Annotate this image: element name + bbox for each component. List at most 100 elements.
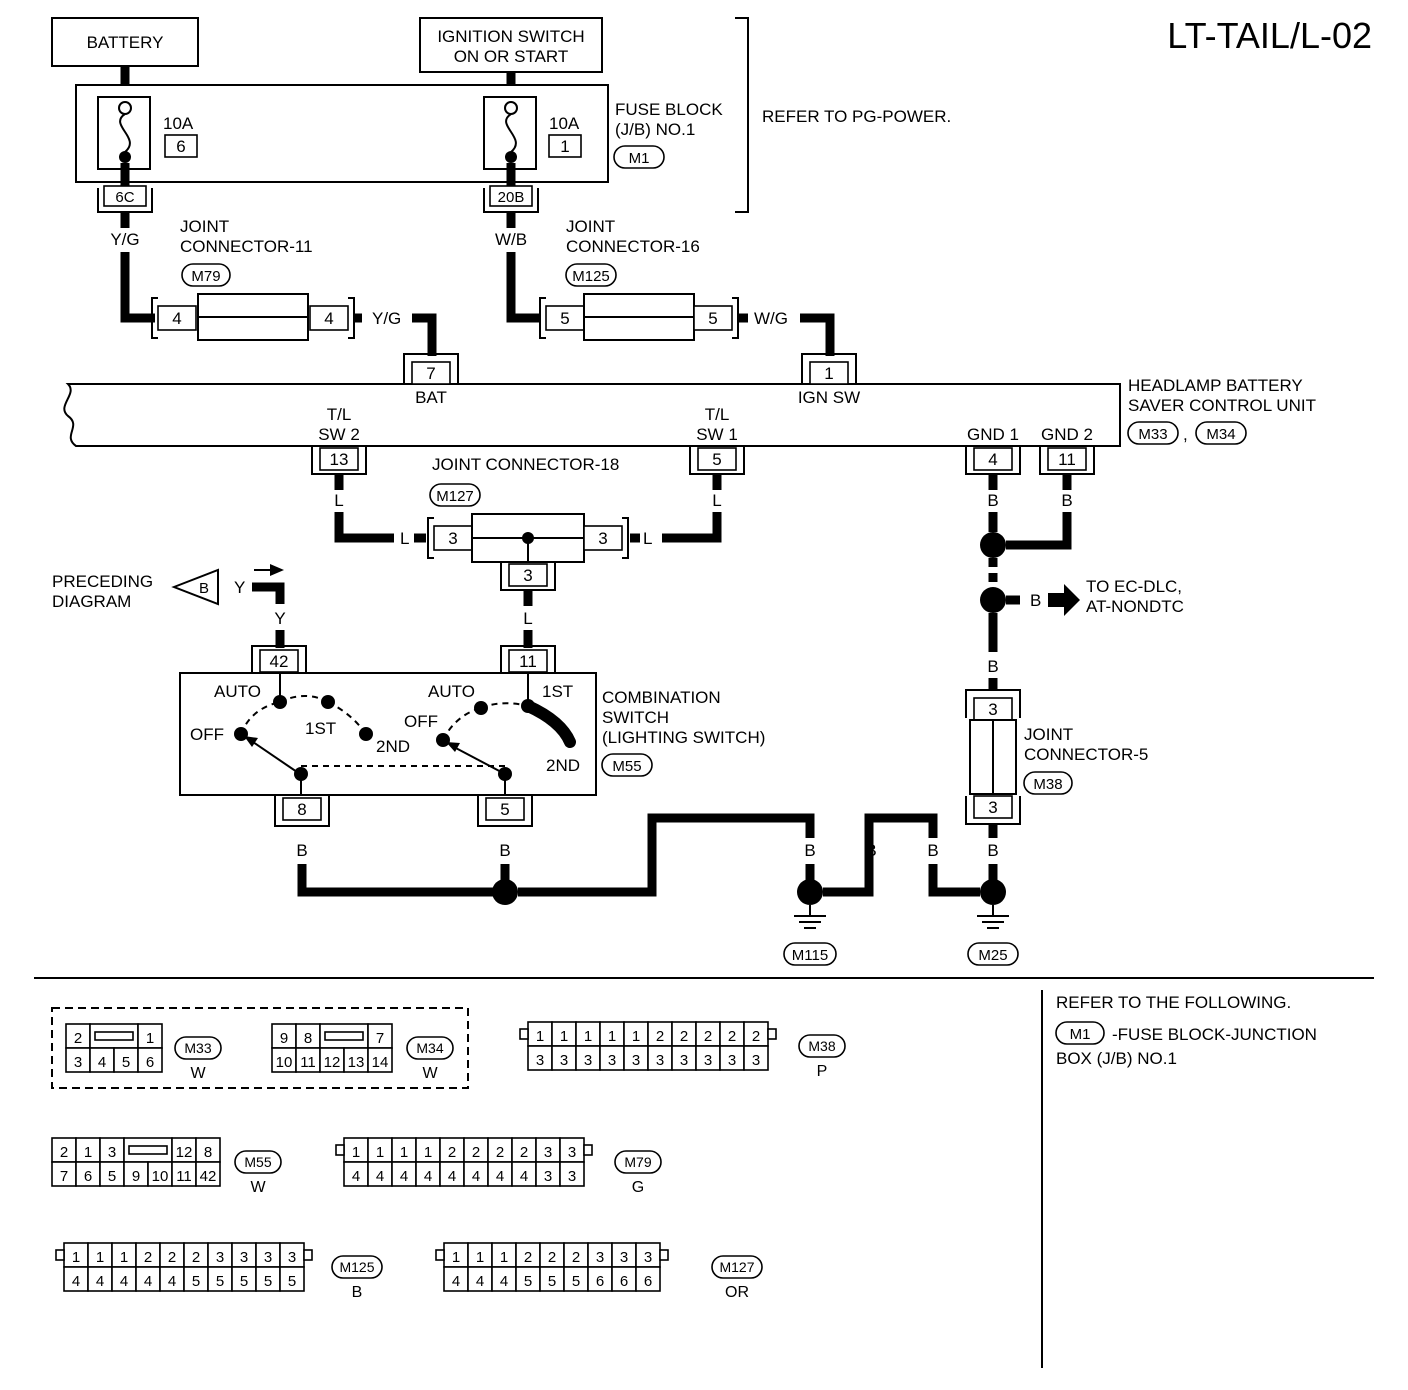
pin-cell: 3 xyxy=(644,1249,652,1266)
wire-b-4: B xyxy=(865,841,876,860)
pin-cell: 10 xyxy=(152,1168,169,1185)
pin-cell: 1 xyxy=(560,1028,568,1045)
pin-cell: 4 xyxy=(496,1168,504,1185)
pin-gnd2: GND 2 11 xyxy=(1039,425,1095,475)
svg-text:3: 3 xyxy=(988,700,997,719)
connector-id: M55 xyxy=(244,1154,271,1170)
svg-text:DIAGRAM: DIAGRAM xyxy=(52,592,131,611)
combo-label: COMBINATION xyxy=(602,688,721,707)
svg-text:20B: 20B xyxy=(498,189,525,206)
wire-wg: W/G xyxy=(754,309,788,328)
pin-cell: 10 xyxy=(276,1054,293,1071)
pin-cell: 3 xyxy=(656,1052,664,1069)
pin-cell: 3 xyxy=(752,1052,760,1069)
pin-cell: 5 xyxy=(192,1273,200,1290)
pin-cell: 1 xyxy=(376,1144,384,1161)
connector-id: M34 xyxy=(416,1040,443,1056)
connector-color: W xyxy=(422,1065,438,1082)
pin-cell: 3 xyxy=(568,1144,576,1161)
wire-l-4: L xyxy=(643,529,652,548)
headlamp-battery-saver-unit xyxy=(63,383,1121,447)
svg-text:11: 11 xyxy=(519,652,537,671)
pin-cell: 12 xyxy=(176,1144,193,1161)
connector-id: M125 xyxy=(339,1259,374,1275)
svg-text:1ST: 1ST xyxy=(542,682,573,701)
pin-cell: 4 xyxy=(168,1273,176,1290)
pin-cell: 1 xyxy=(120,1249,128,1266)
svg-text:5: 5 xyxy=(708,309,717,328)
svg-text:GND 2: GND 2 xyxy=(1041,425,1093,444)
jc5-connector: M38 xyxy=(1033,776,1062,793)
pin-cell: 3 xyxy=(74,1054,82,1071)
svg-text:-FUSE BLOCK-JUNCTION: -FUSE BLOCK-JUNCTION xyxy=(1112,1025,1317,1044)
pin-cell: 3 xyxy=(560,1052,568,1069)
wire-wb: W/B xyxy=(495,230,527,249)
pin-cell: 8 xyxy=(304,1030,312,1047)
pin-cell: 3 xyxy=(264,1249,272,1266)
pin-cell: 4 xyxy=(472,1168,480,1185)
svg-text:AT-NONDTC: AT-NONDTC xyxy=(1086,597,1184,616)
refer-following-title: REFER TO THE FOLLOWING. xyxy=(1056,993,1291,1012)
svg-text:6C: 6C xyxy=(115,189,134,206)
pin-cell: 3 xyxy=(108,1144,116,1161)
unit-connector-m33: M33 xyxy=(1138,426,1167,443)
pin-cell: 3 xyxy=(704,1052,712,1069)
svg-text:3: 3 xyxy=(448,529,457,548)
jc16-connector: M125 xyxy=(572,268,610,285)
svg-text:GND 1: GND 1 xyxy=(967,425,1019,444)
pin-cell: 2 xyxy=(74,1030,82,1047)
joint-connector-11: 4 4 xyxy=(151,293,355,341)
wire-b-8: B xyxy=(1030,591,1041,610)
wire-b-7: B xyxy=(1061,491,1072,510)
svg-text:6: 6 xyxy=(176,137,185,156)
pin-cell: 5 xyxy=(524,1273,532,1290)
joint-connector-18: 3 3 3 xyxy=(427,513,629,591)
pin-cell: 5 xyxy=(548,1273,556,1290)
pin-cell: 5 xyxy=(264,1273,272,1290)
jc16-label: JOINT xyxy=(566,217,615,236)
svg-text:OFF: OFF xyxy=(404,712,438,731)
connector-color: OR xyxy=(725,1284,749,1301)
svg-text:4: 4 xyxy=(324,309,333,328)
pin-bat: 7 BAT xyxy=(403,353,459,407)
pin-cell: 5 xyxy=(288,1273,296,1290)
pin-cell: 12 xyxy=(324,1054,341,1071)
terminal-20b: 20B xyxy=(483,185,539,213)
joint-connector-5: 3 3 xyxy=(965,689,1021,825)
svg-text:CONNECTOR-5: CONNECTOR-5 xyxy=(1024,745,1148,764)
pin-cell: 4 xyxy=(500,1273,508,1290)
pin-cell: 3 xyxy=(544,1144,552,1161)
refer-connector: M1 xyxy=(1070,1026,1091,1043)
svg-text:1ST: 1ST xyxy=(305,719,336,738)
svg-text:42: 42 xyxy=(270,652,289,671)
preceding-diagram-flag: B xyxy=(171,568,219,606)
pin-cell: 2 xyxy=(572,1249,580,1266)
pin-cell: 9 xyxy=(132,1168,140,1185)
pin-cell: 1 xyxy=(72,1249,80,1266)
pin-cell: 1 xyxy=(584,1028,592,1045)
pin-cell: 2 xyxy=(520,1144,528,1161)
pin-cell: 14 xyxy=(372,1054,389,1071)
wire-b-10: B xyxy=(987,841,998,860)
pin-cell: 1 xyxy=(96,1249,104,1266)
pin-cell: 42 xyxy=(200,1168,217,1185)
pin-cell: 1 xyxy=(476,1249,484,1266)
pin-cell: 1 xyxy=(452,1249,460,1266)
pin-cell: 4 xyxy=(400,1168,408,1185)
pin-cell: 1 xyxy=(632,1028,640,1045)
svg-text:10A: 10A xyxy=(163,114,194,133)
pin-cell: 5 xyxy=(572,1273,580,1290)
svg-text:(J/B) NO.1: (J/B) NO.1 xyxy=(615,120,695,139)
pin-cell: 2 xyxy=(524,1249,532,1266)
svg-text:4: 4 xyxy=(988,450,997,469)
arrow-to-ec-dlc-icon xyxy=(1048,584,1080,616)
pin-cell: 6 xyxy=(644,1273,652,1290)
pin-cell: 11 xyxy=(176,1168,192,1185)
wire-y-1: Y xyxy=(234,578,245,597)
pin-cell: 3 xyxy=(728,1052,736,1069)
svg-text:SW 1: SW 1 xyxy=(696,425,738,444)
pin-cell: 1 xyxy=(608,1028,616,1045)
